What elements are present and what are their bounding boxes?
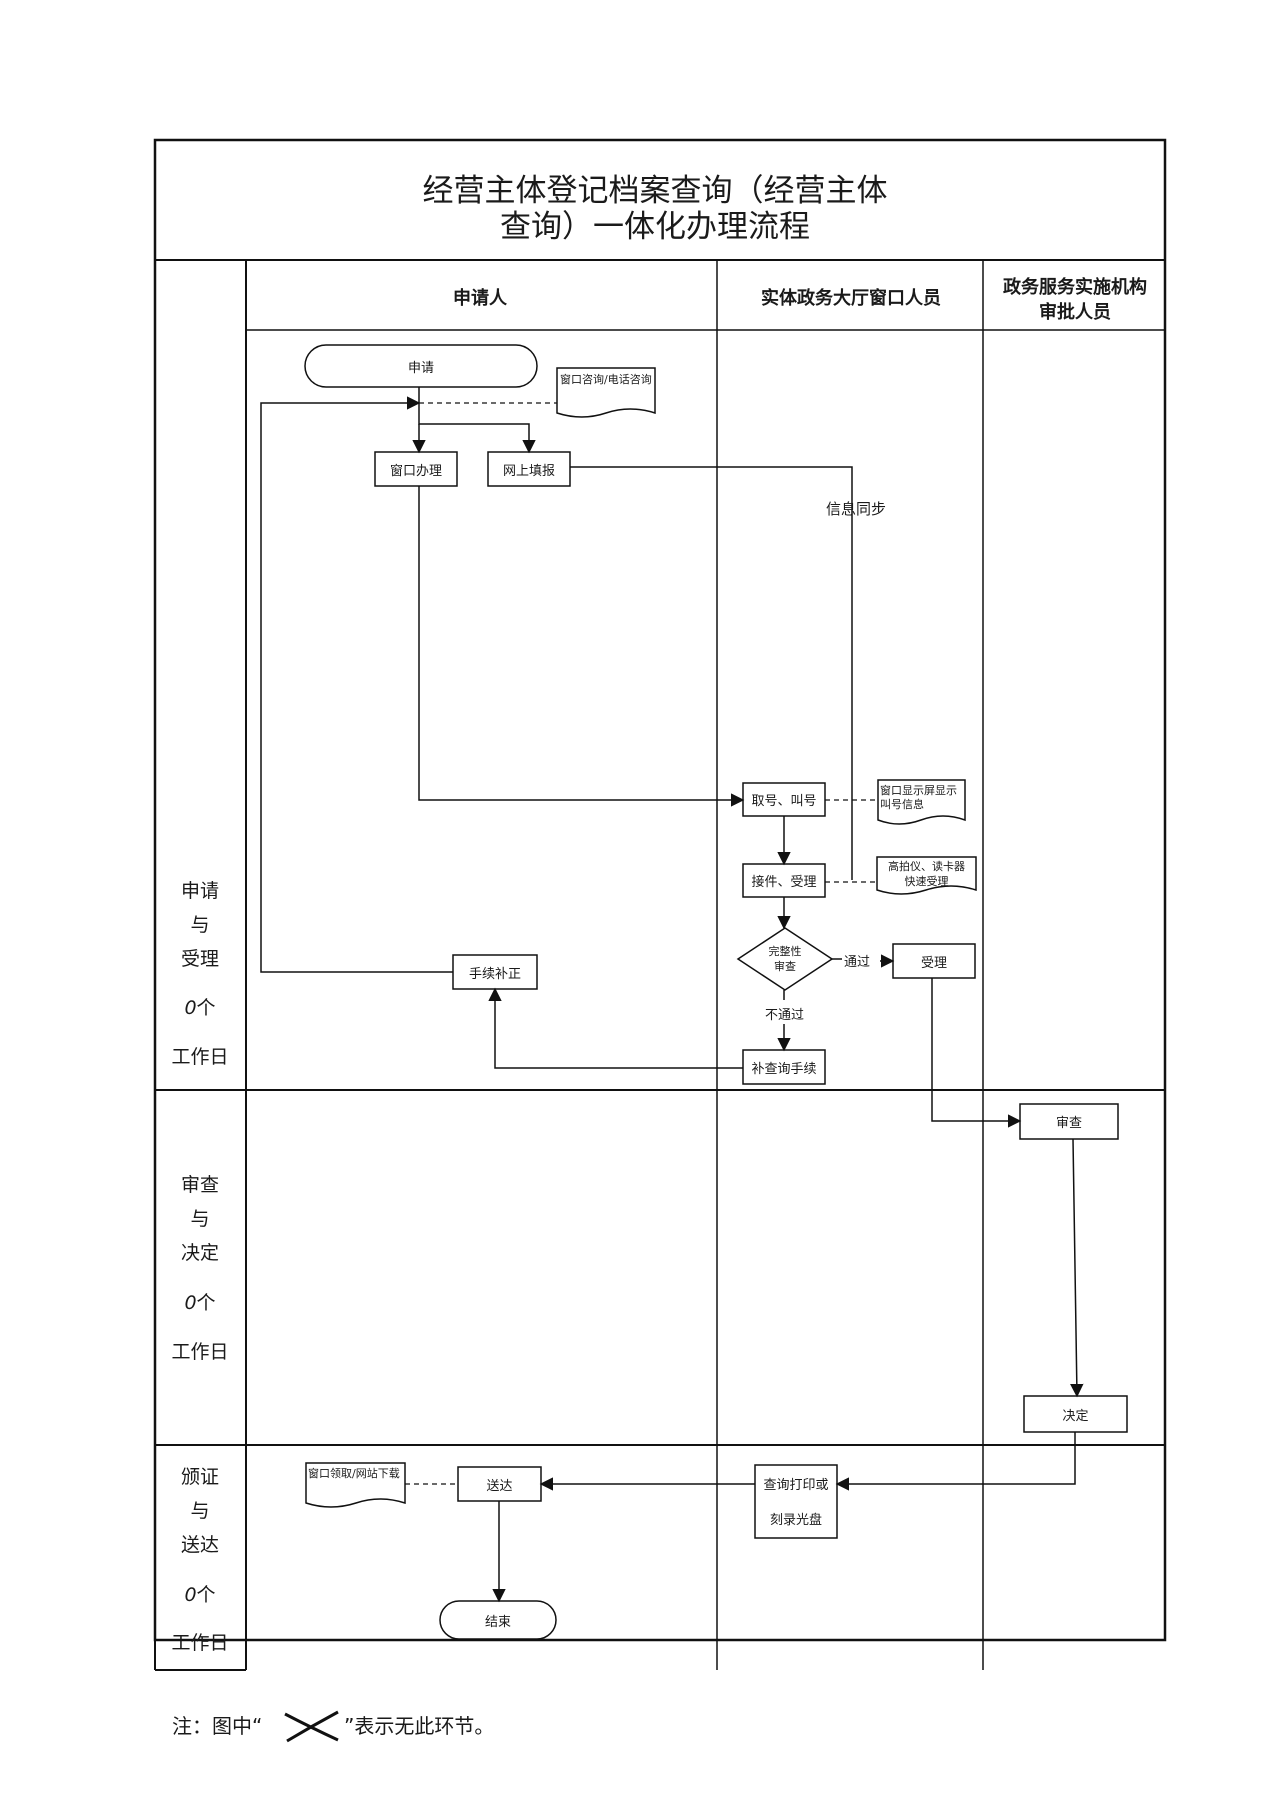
column-header-window-staff: 实体政务大厅窗口人员 xyxy=(761,288,941,309)
connector-window-to-number xyxy=(418,486,745,807)
completeness-label-1: 完整性 xyxy=(768,945,802,958)
decide-label: 决定 xyxy=(1062,1408,1089,1424)
stage-3-line-3: 送达 xyxy=(180,1534,219,1556)
connector-online-sync xyxy=(570,466,853,880)
connector-decide-to-print xyxy=(835,1432,1076,1491)
print-label-2: 刻录光盘 xyxy=(769,1512,822,1528)
consult-document xyxy=(556,367,656,418)
supplement-label: 手续补正 xyxy=(468,966,521,982)
stage-3-days-label: 工作日 xyxy=(171,1632,229,1654)
scanner-document xyxy=(876,856,977,895)
online-fill-label: 网上填报 xyxy=(502,463,555,479)
pickup-doc-label: 窗口领取/网站下载 xyxy=(308,1467,400,1480)
stage-3-days-unit: 个 xyxy=(196,1584,216,1606)
supplement-box xyxy=(452,954,538,990)
completeness-diamond xyxy=(736,927,834,991)
scanner-doc-label-1: 高拍仪、读卡器 xyxy=(888,860,965,873)
stage-3-line-2: 与 xyxy=(190,1500,210,1522)
stage-2-days-unit: 个 xyxy=(196,1292,216,1314)
connector-supplement-loop xyxy=(260,396,453,973)
page-title-line-2: 查询）一体化办理流程 xyxy=(500,209,810,245)
print-label-1: 查询打印或 xyxy=(763,1477,829,1493)
apply-label: 申请 xyxy=(407,360,434,376)
decide-box xyxy=(1023,1395,1128,1433)
stage-2-line-1: 审查 xyxy=(180,1174,219,1196)
accept-label: 受理 xyxy=(920,955,947,971)
stage-2-line-3: 决定 xyxy=(180,1242,219,1264)
cross-mark-icon xyxy=(284,1710,339,1743)
stage-2-days: 0个 xyxy=(160,1286,240,1320)
connector-apply-split xyxy=(418,387,536,454)
review-label: 审查 xyxy=(1055,1116,1082,1131)
footnote-prefix: 注：图中“ xyxy=(172,1714,263,1738)
supplement-notice-label: 补查询手续 xyxy=(751,1061,817,1077)
take-number-label: 取号、叫号 xyxy=(751,794,817,809)
connector-pass xyxy=(832,959,893,961)
apply-terminal xyxy=(304,344,538,388)
stage-1-days-unit: 个 xyxy=(196,997,216,1019)
stage-1-line-2: 与 xyxy=(190,914,210,936)
stage-3-days: 0个 xyxy=(160,1578,240,1612)
completeness-label-2: 审查 xyxy=(774,960,796,973)
stage-1-line-3: 受理 xyxy=(180,948,219,970)
column-header-applicant: 申请人 xyxy=(453,288,507,309)
screen-doc-label: 窗口显示屏显示叫号信息 xyxy=(880,784,957,811)
connector-accept-to-review xyxy=(931,978,1022,1128)
fail-label: 不通过 xyxy=(765,1008,805,1023)
window-handle-box xyxy=(374,451,458,487)
connector-review-to-decide xyxy=(1070,1138,1084,1398)
table-grid xyxy=(153,138,1167,1671)
end-label: 结束 xyxy=(484,1614,511,1630)
deliver-box xyxy=(457,1466,542,1502)
deliver-label: 送达 xyxy=(486,1478,513,1494)
scanner-doc-label-2: 快速受理 xyxy=(904,875,949,888)
receive-box xyxy=(742,863,826,898)
stage-1-days-label: 工作日 xyxy=(171,1046,229,1068)
stage-2-days-value: 0 xyxy=(184,1292,197,1314)
receive-label: 接件、受理 xyxy=(751,875,817,890)
screen-document xyxy=(877,779,966,825)
pass-label: 通过 xyxy=(844,955,871,970)
print-box xyxy=(754,1464,838,1539)
stage-2-days-label: 工作日 xyxy=(171,1341,229,1363)
stage-1-days: 0个 xyxy=(160,991,240,1025)
stage-1-line-1: 申请 xyxy=(180,880,219,902)
page-title-line-1: 经营主体登记档案查询（经营主体 xyxy=(422,173,888,209)
window-handle-label: 窗口办理 xyxy=(389,463,442,479)
column-header-approver-line-2: 审批人员 xyxy=(1039,302,1111,323)
stage-3-line-1: 颁证 xyxy=(180,1466,219,1488)
pickup-document xyxy=(305,1462,406,1508)
consult-doc-label: 窗口咨询/电话咨询 xyxy=(560,373,652,386)
column-header-approver-line-1: 政务服务实施机构 xyxy=(1003,277,1147,298)
stage-3-days-value: 0 xyxy=(184,1584,197,1606)
stage-1-days-value: 0 xyxy=(184,997,197,1019)
stage-2-line-2: 与 xyxy=(190,1208,210,1230)
footnote-suffix: ”表示无此环节。 xyxy=(344,1714,495,1738)
connector-notice-to-supplement xyxy=(488,987,743,1069)
info-sync-label: 信息同步 xyxy=(826,500,887,518)
